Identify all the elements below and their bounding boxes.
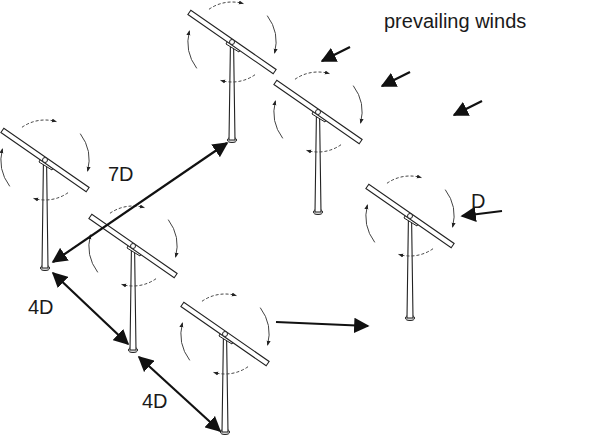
rotation-arrow xyxy=(274,101,283,139)
dimension-label: 4D xyxy=(140,390,170,412)
rotation-arrow xyxy=(387,176,421,183)
dimension-label: 7D xyxy=(106,163,136,185)
rotor-blade xyxy=(1,128,89,192)
rotation-arrow xyxy=(209,2,243,9)
rotor-blade xyxy=(188,10,276,74)
rotation-arrow xyxy=(168,220,177,258)
rotation-arrow xyxy=(221,75,255,82)
rotation-arrow xyxy=(80,134,89,172)
tower xyxy=(315,116,321,212)
rotation-arrow xyxy=(188,31,197,69)
dimension-label: 4D xyxy=(26,296,56,318)
spacing-arrow xyxy=(53,273,128,344)
rotation-arrow xyxy=(122,279,156,286)
tower xyxy=(229,46,235,140)
rotation-arrow xyxy=(267,16,276,54)
rotation-arrow xyxy=(307,145,341,152)
rotation-arrow xyxy=(181,323,190,361)
wind-label: prevailing winds xyxy=(382,10,528,32)
tower xyxy=(42,164,48,268)
hub xyxy=(408,214,413,219)
wind-turbine xyxy=(366,176,454,320)
wind-turbine xyxy=(188,2,276,143)
tower xyxy=(407,220,413,318)
rotation-arrow xyxy=(399,249,433,256)
hub xyxy=(223,332,228,337)
tower xyxy=(130,250,136,350)
wind-turbine xyxy=(181,294,269,435)
hub xyxy=(230,40,235,45)
rotor-blade xyxy=(89,214,177,278)
wind-arrow xyxy=(322,47,350,61)
rotation-arrow xyxy=(214,367,248,374)
rotation-arrow xyxy=(89,235,98,273)
rotation-arrow xyxy=(1,149,10,187)
rotor-blade xyxy=(181,302,269,366)
wind-turbine xyxy=(1,120,89,271)
rotor-blade xyxy=(274,80,362,144)
rotation-arrow xyxy=(260,308,269,346)
hub xyxy=(131,244,136,249)
wind-turbine xyxy=(274,72,362,215)
rotation-arrow xyxy=(202,294,236,301)
rotation-arrow xyxy=(445,190,454,228)
diameter-arrow xyxy=(276,322,368,326)
spacing-arrow xyxy=(53,143,227,262)
rotation-arrow xyxy=(295,72,329,79)
rotation-arrow xyxy=(22,120,56,127)
rotation-arrow xyxy=(353,86,362,124)
rotor-blade xyxy=(366,184,454,248)
tower xyxy=(222,338,228,432)
wind-arrow xyxy=(382,72,410,86)
wind-arrow xyxy=(454,101,482,115)
rotation-arrow xyxy=(34,193,68,200)
hub xyxy=(316,110,321,115)
spacing-arrow xyxy=(139,357,220,431)
rotation-arrow xyxy=(366,205,375,243)
dimension-label: D xyxy=(469,190,487,212)
hub xyxy=(43,158,48,163)
